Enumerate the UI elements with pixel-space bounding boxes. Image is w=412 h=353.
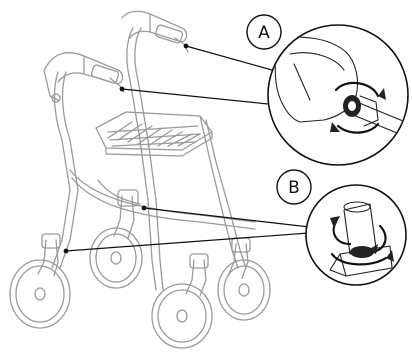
callout-a-label: A	[258, 23, 270, 43]
leader-a-upper	[185, 45, 273, 71]
callout-b-badge: B	[276, 169, 312, 205]
leader-a-lower	[121, 88, 269, 105]
wheel-rear-left	[89, 227, 143, 289]
detail-a-magnifier	[267, 24, 409, 166]
rear-handle	[121, 10, 189, 53]
detail-b-magnifier	[305, 184, 407, 286]
far-side-frame	[199, 115, 239, 269]
leader-lines	[63, 43, 323, 254]
leader-b-upper	[143, 207, 319, 229]
rear-left-fork	[37, 239, 59, 277]
leader-b-lower	[65, 231, 323, 252]
callout-a-badge: A	[246, 14, 282, 50]
front-frame-tube	[51, 71, 71, 269]
rear-frame-tube	[126, 27, 157, 291]
front-handle	[43, 52, 125, 103]
seat	[95, 111, 213, 157]
callout-b-label: B	[288, 178, 300, 198]
rollator-illustration	[9, 10, 271, 349]
wheel-rear-right	[217, 259, 271, 321]
detail-b: B	[276, 169, 407, 286]
cross-brace	[69, 169, 256, 223]
detail-a: A	[246, 14, 409, 166]
wheel-front-right	[151, 283, 213, 349]
wheel-front-left	[9, 259, 71, 329]
